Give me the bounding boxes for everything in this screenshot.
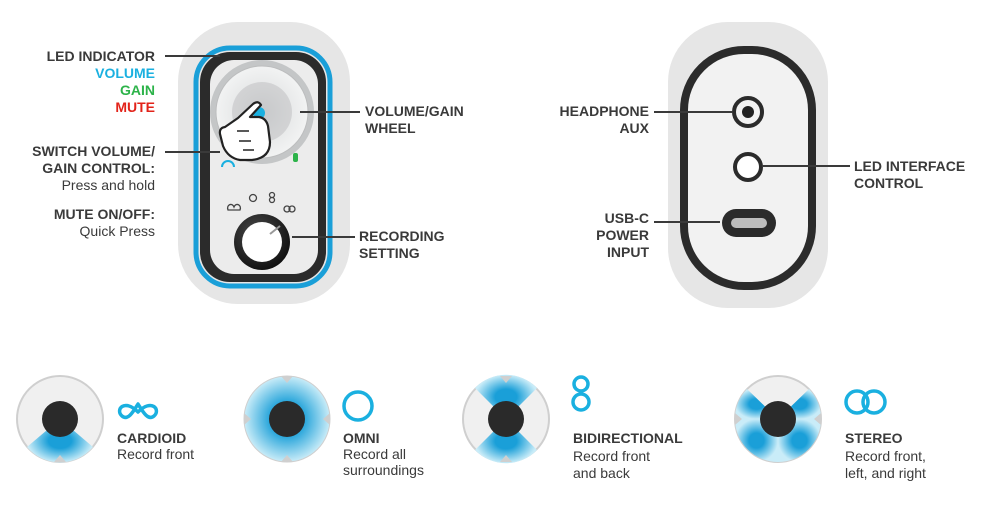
mode-desc: Record front, [845, 448, 926, 464]
leader-line [300, 111, 360, 113]
stereo-icon [844, 389, 887, 415]
mode-desc-2: and back [573, 465, 630, 481]
cardioid-icon [117, 402, 159, 420]
led-indicator-label: LED INDICATOR [46, 48, 155, 64]
volume-label: VOLUME [95, 65, 155, 81]
mode-name: STEREO [845, 430, 903, 446]
leader-line [762, 165, 850, 167]
small-mic-icon [293, 153, 298, 162]
mode-desc: Record front [117, 446, 195, 462]
mute-toggle-label: MUTE ON/OFF: [53, 206, 155, 222]
mode-name: OMNI [343, 430, 380, 446]
leader-line [165, 151, 220, 153]
front-blue-outline [193, 45, 333, 289]
cardioid-pattern [16, 375, 104, 463]
small-cardioid-icon [226, 203, 242, 211]
led-interface-label: LED INTERFACE [854, 158, 966, 174]
hand-pointer-icon [218, 101, 272, 162]
omni-pattern [243, 375, 331, 463]
mode-desc: Record all [343, 446, 407, 462]
mode-desc: Record front [573, 448, 651, 464]
led-interface-button [733, 152, 763, 182]
mode-name: CARDIOID [117, 430, 187, 446]
small-omni-icon [248, 193, 258, 203]
mode-desc-2: surroundings [343, 462, 424, 478]
gain-label: GAIN [120, 82, 155, 98]
wheel-label-2: WHEEL [365, 120, 416, 136]
leader-line [165, 55, 220, 57]
led-interface-label-2: CONTROL [854, 175, 924, 191]
mode-name: BIDIRECTIONAL [573, 430, 683, 446]
headphone-label: HEADPHONE [559, 103, 649, 119]
recording-setting-label-2: SETTING [359, 245, 420, 261]
leader-line [654, 111, 732, 113]
bidirectional-pattern [462, 374, 550, 464]
leader-line [292, 236, 355, 238]
stereo-pattern [734, 375, 822, 463]
headphone-label-2: AUX [619, 120, 649, 136]
usbc-label-3: INPUT [607, 244, 649, 260]
switch-control-desc: Press and hold [61, 177, 155, 193]
small-headphone-icon [221, 160, 235, 168]
switch-control-label: SWITCH VOLUME/ [32, 143, 155, 159]
wheel-label: VOLUME/GAIN [365, 103, 464, 119]
switch-control-label-2: GAIN CONTROL: [42, 160, 155, 176]
usbc-label-2: POWER [596, 227, 649, 243]
omni-icon [342, 390, 374, 422]
leader-line [654, 221, 720, 223]
usbc-label: USB-C [604, 210, 649, 226]
bidirectional-icon [571, 375, 591, 412]
mute-toggle-desc: Quick Press [79, 223, 155, 239]
recording-setting-label: RECORDING [359, 228, 445, 244]
mode-desc-2: left, and right [845, 465, 926, 481]
mute-label: MUTE [115, 99, 155, 115]
